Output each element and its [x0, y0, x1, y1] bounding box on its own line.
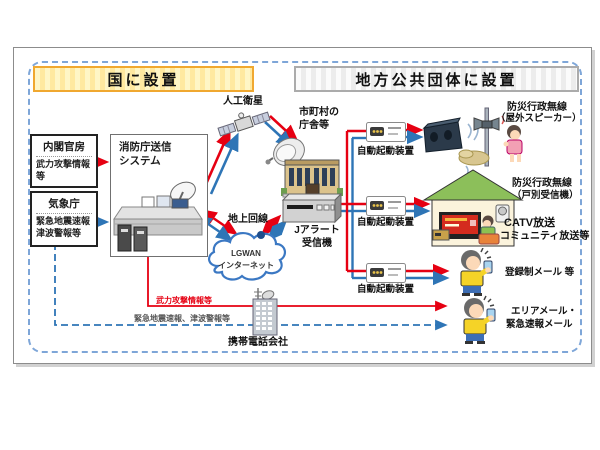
divider [36, 213, 92, 214]
satellite-label: 人工衛星 [223, 96, 263, 107]
mobile-carrier-label: 携帯電話会社 [228, 337, 288, 348]
fdma-title-line2: システム [119, 155, 161, 168]
activator-device-icon-2 [366, 196, 406, 216]
indoor-radio-label-line1: 防災行政無線 [512, 178, 572, 189]
activator-device-icon-3 [366, 263, 406, 283]
fdma-title-line1: 消防庁送信 [119, 141, 172, 153]
municipal-label-line1: 市町村の [299, 107, 339, 118]
divider [36, 156, 92, 157]
transmission-equipment-icon [113, 181, 203, 252]
areamail-label-line1: エリアメール・ [511, 306, 578, 317]
outdoor-speaker-icon [422, 107, 523, 167]
banner-local: 地方公共団体に設置 [294, 66, 579, 92]
banner-local-label: 地方公共団体に設置 [355, 71, 518, 89]
areamail-label-line2: 緊急速報メール [506, 319, 573, 330]
cabinet-office-info: 武力攻撃情報等 [36, 159, 91, 181]
ground-line-label: 地上回線 [228, 214, 268, 225]
cloud-label-line1: LGWAN [231, 249, 261, 258]
attack-info-flow-label: 武力攻撃情報等 [156, 296, 212, 305]
banner-national: 国に設置 [33, 66, 254, 92]
outdoor-radio-label-line1: 防災行政無線 [507, 102, 567, 113]
catv-label-line1: CATV放送 [504, 217, 556, 229]
outdoor-radio-label-line2: （屋外スピーカー） [496, 113, 582, 124]
activator-label-1: 自動起動装置 [357, 146, 415, 157]
catv-label-line2: コミュニティ放送等 [500, 231, 590, 242]
activator-label-2: 自動起動装置 [357, 217, 415, 228]
jma-info-line1: 緊急地震速報 [36, 216, 91, 226]
cabinet-office-title: 内閣官房 [43, 141, 85, 153]
jma-title: 気象庁 [48, 198, 80, 210]
satellite-dish-icon [265, 137, 305, 172]
lgwan-internet-cloud: LGWAN インターネット [208, 231, 286, 281]
jalert-receiver-icon [281, 192, 343, 224]
diagram-dashed-border [28, 61, 582, 353]
activator-device-icon-1 [366, 122, 406, 142]
jma-info-line2: 津波警報等 [36, 227, 82, 238]
satellite-icon [217, 111, 271, 137]
indoor-radio-label-line2: （戸別受信機） [512, 190, 579, 201]
phone-user-icon-regmail [460, 248, 493, 296]
regmail-label: 登録制メール 等 [505, 267, 575, 278]
receiver-label-line1: Jアラート [294, 225, 340, 236]
phone-user-icon-areamail [463, 295, 496, 344]
house-indoor-receiver-icon [422, 165, 524, 247]
cabinet-office-box: 内閣官房 武力攻撃情報等 [30, 134, 98, 188]
activator-label-3: 自動起動装置 [357, 284, 415, 295]
jma-box: 気象庁 緊急地震速報 津波警報等 [30, 191, 98, 247]
banner-national-label: 国に設置 [107, 71, 180, 89]
municipal-label-line2: 庁舎等 [299, 120, 329, 131]
earthquake-flow-label: 緊急地震速報、津波警報等 [134, 314, 230, 323]
mobile-carrier-building-icon [252, 288, 278, 336]
receiver-label-line2: 受信機 [302, 238, 332, 249]
cloud-label-line2: インターネット [218, 260, 274, 270]
